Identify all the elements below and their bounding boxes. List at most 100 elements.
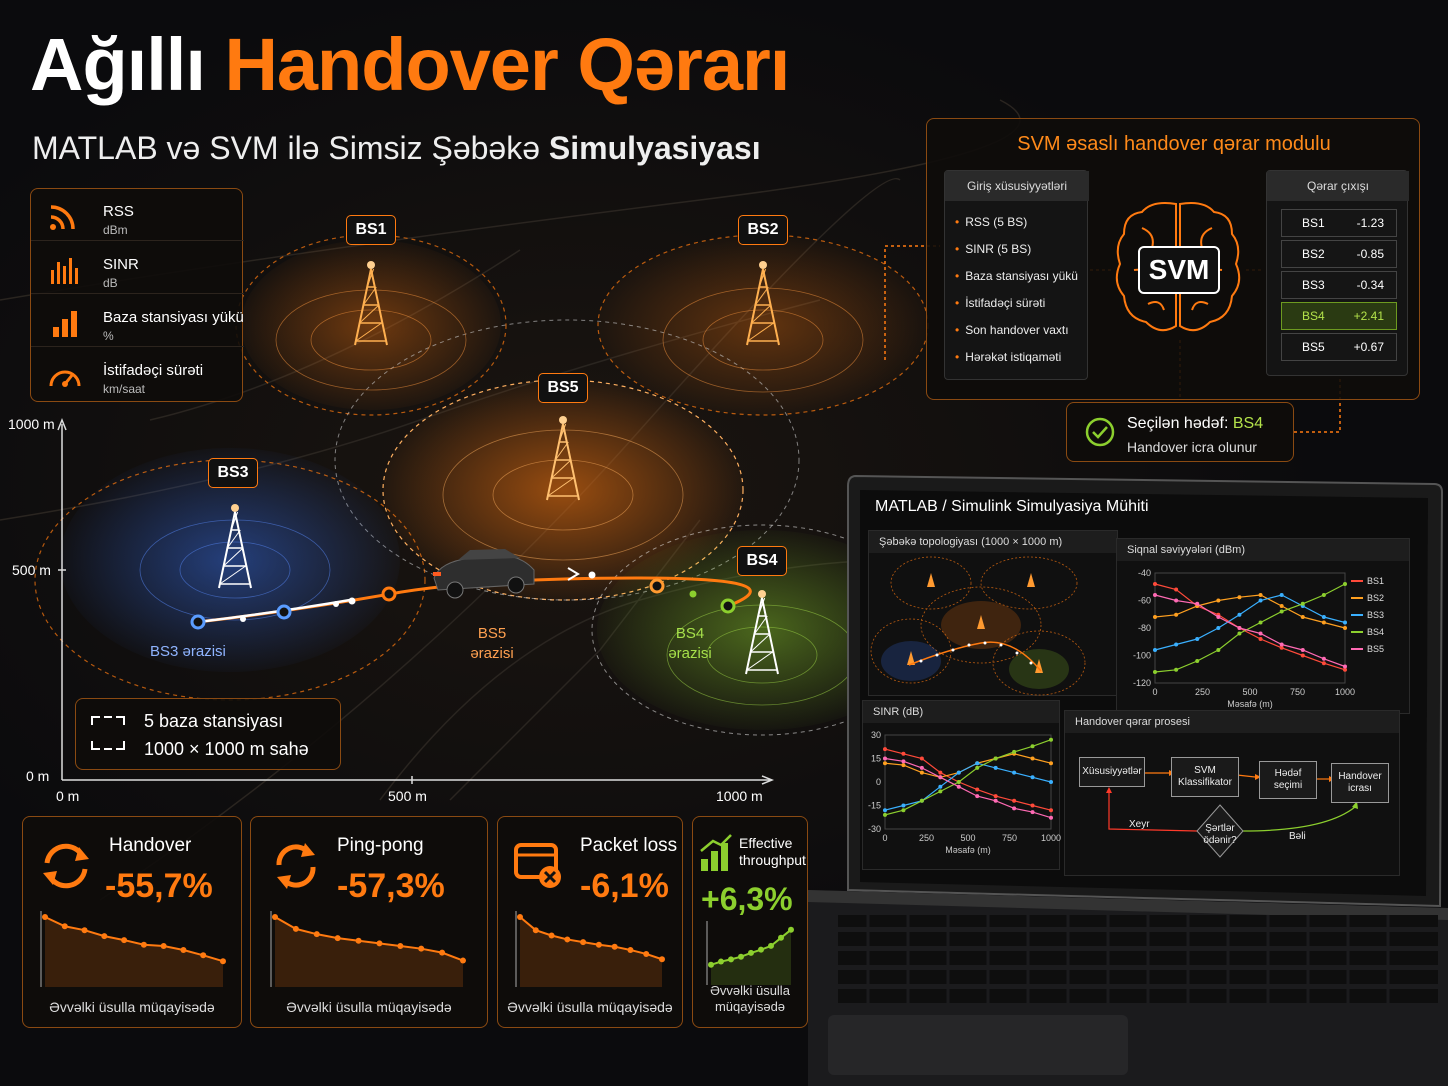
sparkline-point	[180, 947, 187, 953]
output-score: +2.41	[1353, 309, 1384, 323]
sparkline-point	[160, 943, 167, 950]
series-point	[956, 784, 961, 789]
flow-yes-label: Bəli	[1289, 831, 1306, 842]
series-point	[1216, 626, 1221, 630]
legend-label: BS1	[1367, 576, 1384, 586]
series-point	[1321, 620, 1326, 625]
output-row: BS2-0.85	[1281, 240, 1397, 268]
tower-icon	[354, 261, 388, 346]
series-line	[1154, 583, 1346, 671]
sparkline-point	[460, 957, 466, 964]
legend-unit: %	[103, 329, 114, 343]
series-line	[1154, 594, 1346, 651]
growth-chart-icon	[700, 834, 732, 871]
output-bs: BS3	[1302, 278, 1325, 292]
y-tick-label: -30	[868, 824, 881, 834]
series-line	[1154, 583, 1346, 673]
series-point	[956, 780, 961, 784]
signal-title: Siqnal səviyyələri (dBm)	[1117, 539, 1409, 561]
series-point	[1174, 612, 1179, 617]
tower-icon	[546, 416, 580, 501]
series-point	[1216, 598, 1221, 603]
output-row: BS5+0.67	[1281, 333, 1397, 361]
series-point	[938, 770, 943, 775]
x-axis-zero-label: 0 m	[56, 788, 80, 804]
series-point	[975, 765, 980, 770]
x-tick-label: 0	[882, 833, 887, 843]
process-title: Handover qərar prosesi	[1065, 711, 1399, 733]
series-point	[1300, 648, 1305, 652]
sparkline-point	[643, 950, 650, 957]
metric-foot-l1: Əvvəlki üsulla	[710, 983, 790, 998]
feature-legend: RSS dBm SINR dB Baza stansiyası yükü % İ…	[30, 188, 244, 402]
series-point	[993, 756, 998, 761]
series-point	[901, 803, 906, 808]
series-point	[1300, 653, 1305, 658]
sparkline-point	[708, 961, 714, 968]
sparkline-point	[140, 941, 147, 948]
y-tick-label: 30	[871, 730, 881, 740]
metric-foot: Əvvəlki üsulla müqayisədə	[507, 999, 673, 1015]
x-axis-end-label: 1000 m	[716, 788, 763, 804]
series-point	[883, 808, 887, 813]
feature-item: Son handover vaxtı	[955, 323, 1068, 337]
y-tick-label: 0	[876, 777, 881, 787]
series-line	[884, 753, 1052, 778]
flow-target-l2: seçimi	[1273, 780, 1303, 791]
sparkline-point	[788, 926, 794, 933]
sparkline-point	[101, 933, 108, 940]
area-frame-icon	[91, 716, 125, 750]
sparkline-line	[519, 916, 663, 961]
series-point	[956, 770, 961, 775]
feature-item: İstifadəçi sürəti	[955, 296, 1045, 310]
subtitle-bold: Simulyasiyası	[548, 130, 761, 166]
sparkline-point	[728, 956, 734, 963]
map-axes	[57, 417, 775, 785]
sparkline-point	[42, 914, 48, 920]
y-tick-label: -60	[1138, 596, 1151, 606]
series-point	[1343, 626, 1347, 630]
series-point	[1279, 593, 1284, 597]
metric-title-l1: Effective	[739, 835, 793, 851]
series-line	[1154, 594, 1346, 629]
flow-svm-l2: Klassifikator	[1178, 777, 1232, 788]
sparkline-point	[376, 940, 383, 947]
tower-icon	[746, 261, 780, 346]
series-point	[1258, 637, 1263, 641]
series-line	[884, 762, 1052, 811]
selected-label: Seçilən hədəf:	[1127, 415, 1233, 432]
series-point	[1030, 775, 1035, 780]
sinr-title: SINR (dB)	[863, 701, 1059, 723]
flow-features: Xüsusiyyətlər	[1079, 757, 1145, 787]
series-point	[1195, 659, 1200, 663]
tower-icon	[745, 590, 779, 675]
series-point	[1258, 620, 1263, 625]
series-point	[1030, 810, 1035, 815]
output-bs: BS5	[1302, 340, 1325, 354]
series-point	[1174, 587, 1179, 592]
series-point	[1174, 642, 1179, 647]
bs5-area-l2: ərazisi	[470, 645, 514, 662]
sparkline-point	[748, 949, 754, 956]
output-score: -1.23	[1356, 216, 1384, 230]
x-axis-label: Məsafə (m)	[1227, 699, 1273, 709]
output-row: BS1-1.23	[1281, 209, 1397, 237]
metric-sparkline	[706, 921, 794, 985]
speedometer-icon	[49, 370, 81, 387]
series-point	[1195, 637, 1200, 641]
y-tick-label: -15	[868, 801, 881, 811]
legend-unit: dB	[103, 276, 118, 290]
topology-title: Şəbəkə topologiyası (1000 × 1000 m)	[869, 531, 1117, 553]
series-point	[1237, 595, 1242, 600]
brain-icon	[1115, 202, 1241, 332]
check-circle-icon	[1085, 417, 1115, 447]
series-point	[975, 787, 980, 792]
flow-no-label: Xeyr	[1129, 819, 1150, 830]
sparkline-point	[738, 953, 744, 960]
sparkline-point	[220, 958, 226, 965]
